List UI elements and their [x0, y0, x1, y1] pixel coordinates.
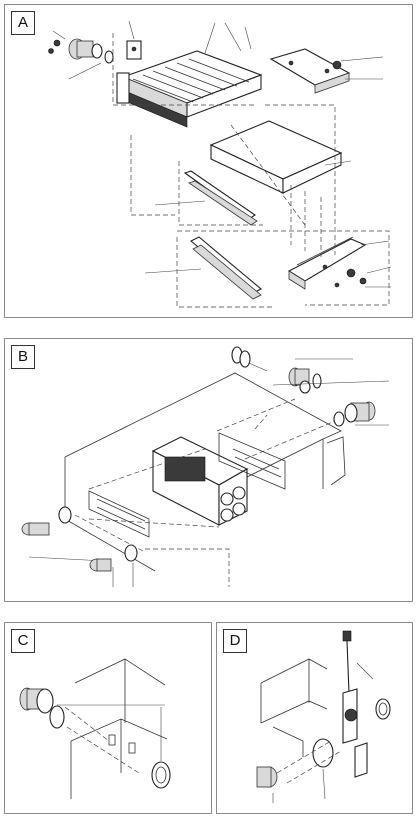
panel-a-drawing — [48, 20, 392, 308]
left-frame — [88, 490, 150, 538]
filter-foam — [209, 120, 352, 194]
tank-corner — [70, 658, 168, 799]
panel-a: A — [4, 4, 413, 318]
level-float-arm — [342, 630, 374, 778]
panel-d-label: D — [223, 629, 247, 653]
inlet-connector — [68, 38, 114, 80]
panel-c-label: C — [11, 629, 35, 653]
panel-c-drawing — [19, 658, 171, 799]
locking-nut — [151, 707, 171, 789]
hose-tail-lower — [333, 401, 389, 427]
panel-b: B — [4, 338, 413, 602]
hose-tail-upper — [272, 367, 390, 394]
left-connector-upper — [21, 506, 106, 562]
clip-part — [126, 20, 142, 60]
filter-cartridge — [151, 436, 249, 526]
seal-ring — [375, 698, 391, 720]
panel-b-label: B — [11, 345, 35, 369]
spring-part — [231, 346, 268, 372]
filter-tray — [116, 50, 263, 128]
support-bar — [154, 170, 258, 226]
outlet-bracket — [287, 236, 392, 290]
tank-corner — [260, 658, 328, 757]
hose-connector — [19, 687, 165, 729]
screw-parts — [48, 30, 66, 54]
panel-c: C — [4, 622, 212, 814]
left-connector-lower — [89, 544, 138, 587]
right-bracket — [269, 48, 384, 94]
panel-d-drawing — [256, 630, 391, 803]
panel-a-label: A — [11, 11, 35, 35]
lower-bar — [144, 236, 262, 300]
panel-d: D — [216, 622, 413, 814]
outlet-connector — [256, 738, 334, 803]
panel-b-drawing — [21, 346, 390, 587]
